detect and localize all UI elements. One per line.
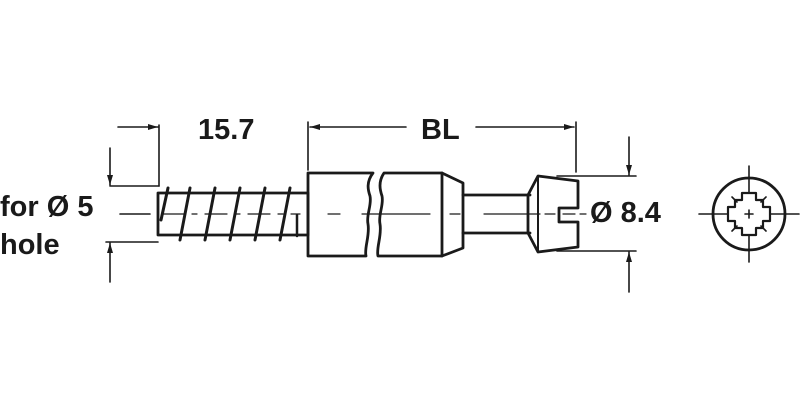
- head-diameter-dimension: [556, 136, 637, 293]
- body-length-dimension: [307, 121, 577, 173]
- body-cylinder: [306, 171, 465, 258]
- threaded-shank: [156, 186, 310, 242]
- hole-size-label-line2: hole: [0, 229, 60, 261]
- body-length-label: BL: [421, 114, 460, 146]
- slotted-head: [526, 174, 580, 254]
- hole-size-label-line1: for Ø 5: [0, 191, 94, 223]
- end-view-pozi-drive: [698, 165, 800, 263]
- neck: [461, 193, 541, 235]
- thread-length-label: 15.7: [198, 114, 255, 146]
- head-diameter-label: Ø 8.4: [590, 197, 661, 229]
- hole-diameter-dimension: [105, 147, 159, 283]
- thread-length-dimension: [109, 124, 160, 187]
